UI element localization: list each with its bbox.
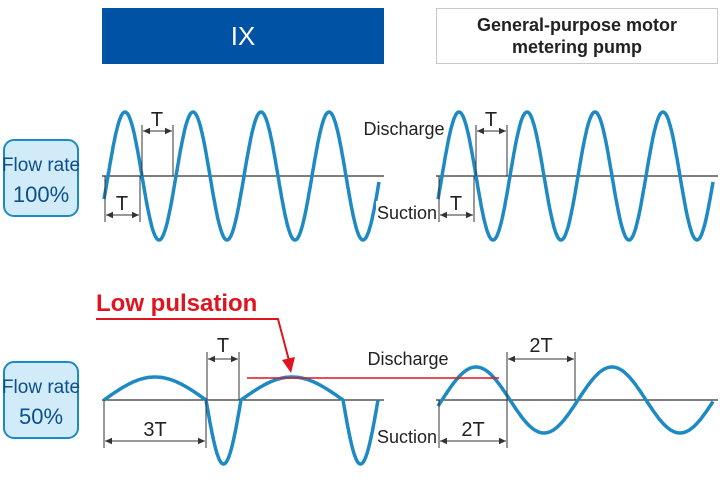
low-pulsation-callout-line — [96, 318, 292, 369]
period-marker-gp-50-lower: 2T — [438, 400, 508, 448]
flow-rate-50-label-line2: 50% — [19, 404, 63, 429]
flow-rate-50-label-line1: Flow rate — [2, 377, 80, 398]
period-label-gp-100-upper: T — [485, 109, 497, 131]
flow-rate-100-label-line1: Flow rate — [2, 155, 80, 176]
period-label-gp-50-upper: 2T — [529, 335, 552, 357]
general-purpose-header-text: General-purpose motor metering pump — [476, 15, 678, 57]
period-marker-gp-100-lower: T — [438, 176, 475, 222]
period-marker-ix-100-lower: T — [104, 176, 141, 222]
discharge-label-100: Discharge — [363, 119, 444, 139]
ix-header-text: IX — [230, 20, 256, 51]
period-label-ix-50-3t: 3T — [143, 419, 166, 441]
low-pulsation-arrowhead — [282, 357, 295, 373]
general-purpose-pump-header: General-purpose motor metering pump — [436, 8, 718, 64]
wave-ix-100 — [102, 110, 381, 242]
period-marker-ix-50-3t: 3T — [103, 400, 207, 448]
period-marker-gp-50-upper: 2T — [506, 335, 576, 400]
period-marker-ix-100-upper: T — [141, 109, 174, 176]
ix-header: IX — [102, 8, 384, 64]
period-label-ix-100-upper: T — [151, 109, 163, 131]
discharge-label-50: Discharge — [367, 349, 448, 369]
period-label-ix-100-lower: T — [116, 193, 128, 215]
flow-rate-100-label-line2: 100% — [13, 182, 69, 207]
wave-gp-100 — [436, 110, 715, 242]
period-label-gp-50-lower: 2T — [461, 419, 484, 441]
suction-label-100: Suction — [377, 203, 437, 223]
wave-ix-50 — [103, 375, 380, 466]
flow-rate-100-label: Flow rate 100% — [2, 139, 80, 217]
wave-gp-50 — [436, 365, 715, 435]
suction-label-50: Suction — [377, 427, 437, 447]
period-label-ix-50-upper: T — [217, 335, 229, 357]
flow-rate-50-label: Flow rate 50% — [2, 361, 80, 439]
period-label-gp-100-lower: T — [450, 193, 462, 215]
period-marker-gp-100-upper: T — [475, 109, 508, 176]
period-marker-ix-50-upper: T — [206, 335, 240, 400]
low-pulsation-label: Low pulsation — [96, 290, 257, 317]
